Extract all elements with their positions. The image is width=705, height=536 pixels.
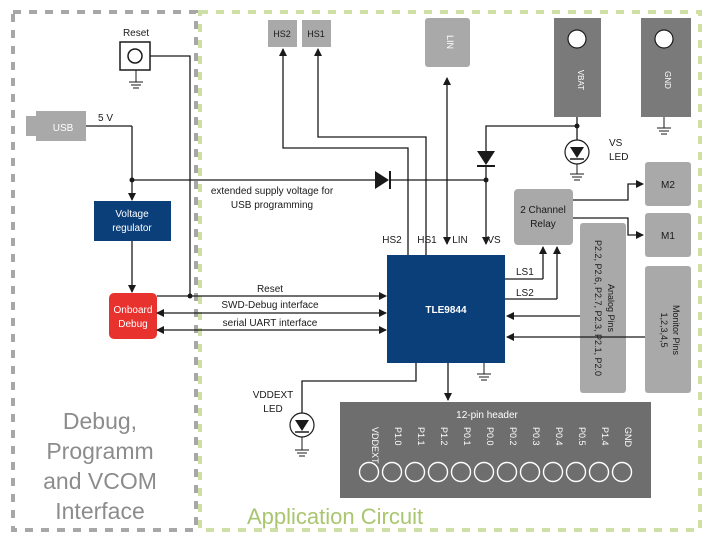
reset-button-label: Reset — [123, 28, 149, 39]
app-region-border — [198, 10, 702, 532]
header-pin-socket — [427, 461, 449, 483]
lin-label: LIN — [445, 35, 455, 49]
reset-button-knob — [127, 48, 143, 64]
usb-label: USB — [53, 123, 74, 134]
hs1-label: HS1 — [307, 29, 325, 39]
debug-region-border — [11, 10, 198, 532]
m2-box — [645, 162, 691, 206]
app-region-title: Application Circuit — [247, 504, 423, 529]
header-pin-socket — [496, 461, 518, 483]
reset-button — [119, 41, 151, 71]
header-pin-socket — [588, 461, 610, 483]
monitor-pins-label-2: 1,2,3,4,5 — [659, 312, 669, 347]
tle9844-label: TLE9844 — [425, 305, 467, 316]
hs1-box — [302, 20, 331, 47]
hs2-label: HS2 — [273, 29, 291, 39]
header-pin-label: P1.2 — [439, 427, 449, 446]
lin-box — [425, 18, 470, 67]
header-pin-label: GND — [623, 427, 633, 448]
header-pin-label: P0.2 — [508, 427, 518, 446]
header-pin-label: P0.0 — [485, 427, 495, 446]
uart-signal-label: serial UART interface — [223, 318, 318, 329]
header-pin-label: P0.3 — [531, 427, 541, 446]
header-pin-label: P1.0 — [393, 427, 403, 446]
header-pin-socket — [565, 461, 587, 483]
header-pin-label: P1.4 — [600, 427, 610, 446]
voltage-regulator-label-1: Voltage — [115, 209, 149, 220]
extended-supply-label-1: extended supply voltage for — [211, 186, 334, 197]
onboard-debug-label-1: Onboard — [114, 305, 153, 316]
header-pin-socket — [358, 461, 380, 483]
m2-label: M2 — [661, 180, 675, 191]
analog-pins-box — [580, 223, 626, 393]
header-pin-socket — [542, 461, 564, 483]
tle-ls2-label: LS2 — [516, 288, 534, 299]
voltage-regulator-label-2: regulator — [112, 223, 152, 234]
header-pin-socket — [611, 461, 633, 483]
tle-hs1-pin-label: HS1 — [417, 235, 437, 246]
vddext-led-label-1: VDDEXT — [253, 390, 294, 401]
header-pins: VDDEXT P1.0 P1.1 P1.2 P0.1 P0.0 P0.2 P0.3 P0.4 P0… — [358, 427, 633, 483]
m1-label: M1 — [661, 231, 675, 242]
header-pin-socket — [519, 461, 541, 483]
gnd-label: GND — [663, 71, 672, 89]
relay-label-1: 2 Channel — [520, 205, 566, 216]
header-pin-label: VDDEXT — [370, 427, 380, 464]
vbat-terminal — [567, 29, 587, 49]
header-pin-label: P0.5 — [577, 427, 587, 446]
debug-region-title-1: Debug, — [63, 408, 137, 434]
analog-pins-label-2: P2.2, P2.6, P2.7, P2.3, P2.1, P2.0 — [593, 240, 603, 376]
header-pin-socket — [381, 461, 403, 483]
monitor-pins-box — [645, 266, 691, 393]
tle9844-chip — [387, 255, 505, 363]
extended-supply-label-2: USB programming — [231, 200, 313, 211]
debug-region-title-3: and VCOM — [43, 468, 157, 494]
vddext-led-label-2: LED — [263, 404, 282, 415]
header-pin-label: P0.1 — [462, 427, 472, 446]
onboard-debug-label-2: Debug — [118, 319, 147, 330]
header-pin-socket — [450, 461, 472, 483]
debug-region-title-2: Programm — [46, 438, 153, 464]
onboard-debug — [109, 293, 157, 339]
gnd-terminal — [654, 29, 674, 49]
monitor-pins-label-1: Monitor Pins — [671, 305, 681, 356]
header-pin-label: P0.4 — [554, 427, 564, 446]
tle-lin-pin-label: LIN — [452, 235, 468, 246]
voltage-regulator — [94, 201, 171, 241]
header-pin-socket — [473, 461, 495, 483]
vs-led-label-2: LED — [609, 152, 628, 163]
vbat-label: VBAT — [576, 70, 585, 90]
swd-signal-label: SWD-Debug interface — [221, 300, 319, 311]
extended-supply-diode-icon — [375, 171, 389, 189]
analog-pins-label-1: Analog Pins — [606, 284, 616, 333]
pin-header-title: 12-pin header — [456, 410, 518, 421]
relay-box — [514, 189, 573, 245]
tle-hs2-pin-label: HS2 — [382, 235, 402, 246]
header-pin-socket — [404, 461, 426, 483]
m1-box — [645, 213, 691, 257]
debug-region-title-4: Interface — [55, 498, 145, 524]
relay-label-2: Relay — [530, 219, 556, 230]
tle-ls1-label: LS1 — [516, 267, 534, 278]
vs-diode-icon — [477, 151, 495, 165]
header-pin-label: P1.1 — [416, 427, 426, 446]
usb-voltage-label: 5 V — [98, 113, 113, 124]
reset-signal-label: Reset — [257, 284, 283, 295]
usb-connector — [26, 111, 86, 141]
tle-vs-pin-label: VS — [487, 235, 501, 246]
hs2-box — [268, 20, 297, 47]
vs-led-label-1: VS — [609, 138, 623, 149]
